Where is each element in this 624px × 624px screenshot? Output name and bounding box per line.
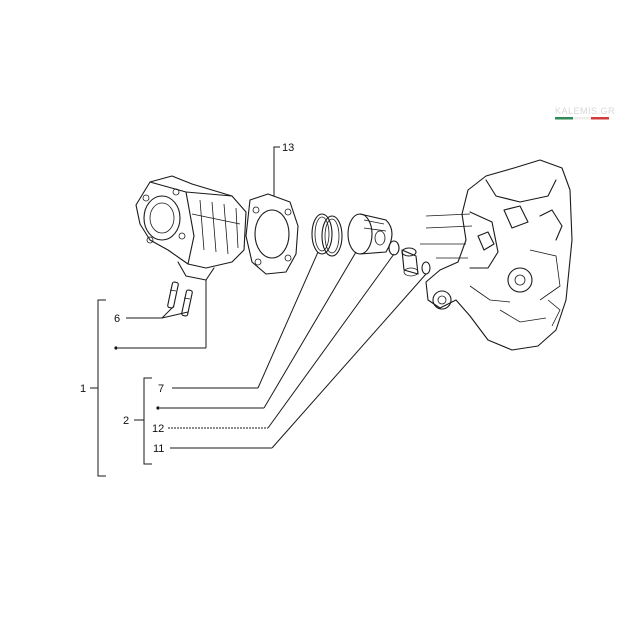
watermark: KALEMIS.GR xyxy=(555,106,615,120)
piston-rings-icon xyxy=(311,213,343,257)
watermark-flag-white xyxy=(573,117,591,120)
piston-icon xyxy=(347,213,393,255)
callout-1: 1 xyxy=(80,383,86,395)
callout-13: 13 xyxy=(282,142,294,154)
watermark-flag-red xyxy=(591,117,609,120)
callout-6: 6 xyxy=(114,313,120,325)
callout-12: 12 xyxy=(152,423,164,435)
watermark-text: KALEMIS.GR xyxy=(555,106,615,116)
callout-11: 11 xyxy=(153,443,164,455)
leader-lines xyxy=(90,146,427,477)
callout-2: 2 xyxy=(123,415,129,427)
callout-7: 7 xyxy=(158,383,164,395)
cylinder-icon xyxy=(135,175,247,281)
piston-pin-icon xyxy=(401,247,419,277)
dowel-pins-icon xyxy=(167,281,193,317)
circlip-icon xyxy=(388,240,431,275)
watermark-flag-green xyxy=(555,117,573,120)
crankcase-icon xyxy=(420,159,573,351)
head-gasket-icon xyxy=(245,193,299,275)
